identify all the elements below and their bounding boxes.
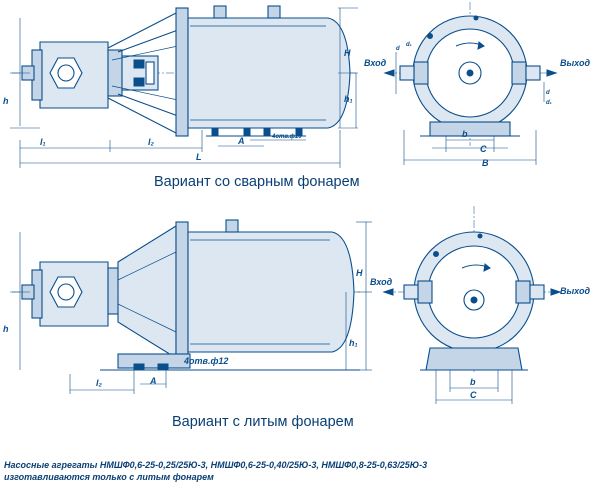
dim-b-cast: b: [470, 377, 476, 387]
welded-side-view: [10, 5, 358, 168]
dim-A-welded: A: [237, 136, 245, 146]
dim-C-cast: C: [470, 390, 477, 400]
dim-d1-welded: d₁: [406, 42, 412, 48]
dim-l2-welded: l₂: [148, 137, 155, 147]
dim-C-welded: C: [480, 144, 487, 154]
dim-h1-welded: h₁: [344, 94, 353, 104]
dim-d-welded: d: [396, 46, 400, 52]
cast-side-view: [10, 219, 372, 394]
dim-l1-welded: l₁: [40, 137, 46, 147]
dim-A-cast: A: [149, 376, 157, 386]
dim-d-welded-out: d: [546, 90, 550, 96]
dim-h-welded: h: [3, 96, 9, 106]
holes-label-cast: 4отв.ф12: [183, 356, 228, 366]
caption-welded: Вариант со сварным фонарем: [154, 174, 360, 190]
dim-b-welded: b: [462, 129, 468, 139]
note-line-1: Насосные агрегаты НМШФ0,6-25-0,25/25Ю-3,…: [4, 460, 427, 470]
dim-d1-welded-out: d₁: [546, 100, 552, 106]
dim-h1-cast: h₁: [349, 338, 358, 348]
dim-L-welded: L: [196, 152, 202, 162]
outlet-label-cast: Выход: [560, 286, 590, 296]
dim-B-welded: B: [482, 158, 489, 168]
dim-h-cast: h: [3, 324, 9, 334]
dim-l2-cast: l₂: [96, 378, 103, 388]
inlet-label-cast: Вход: [370, 277, 393, 287]
caption-cast: Вариант с литым фонарем: [172, 414, 354, 430]
inlet-label-welded: Вход: [364, 58, 387, 68]
cast-end-view: [382, 206, 562, 404]
note-line-2: изготавливаются только с литым фонарем: [4, 472, 214, 482]
welded-end-view: [383, 2, 558, 165]
dim-H-cast: H: [356, 268, 363, 278]
holes-label-welded: 4отв.ф10: [271, 133, 302, 140]
outlet-label-welded: Выход: [560, 58, 590, 68]
dim-H-welded: H: [344, 48, 351, 58]
